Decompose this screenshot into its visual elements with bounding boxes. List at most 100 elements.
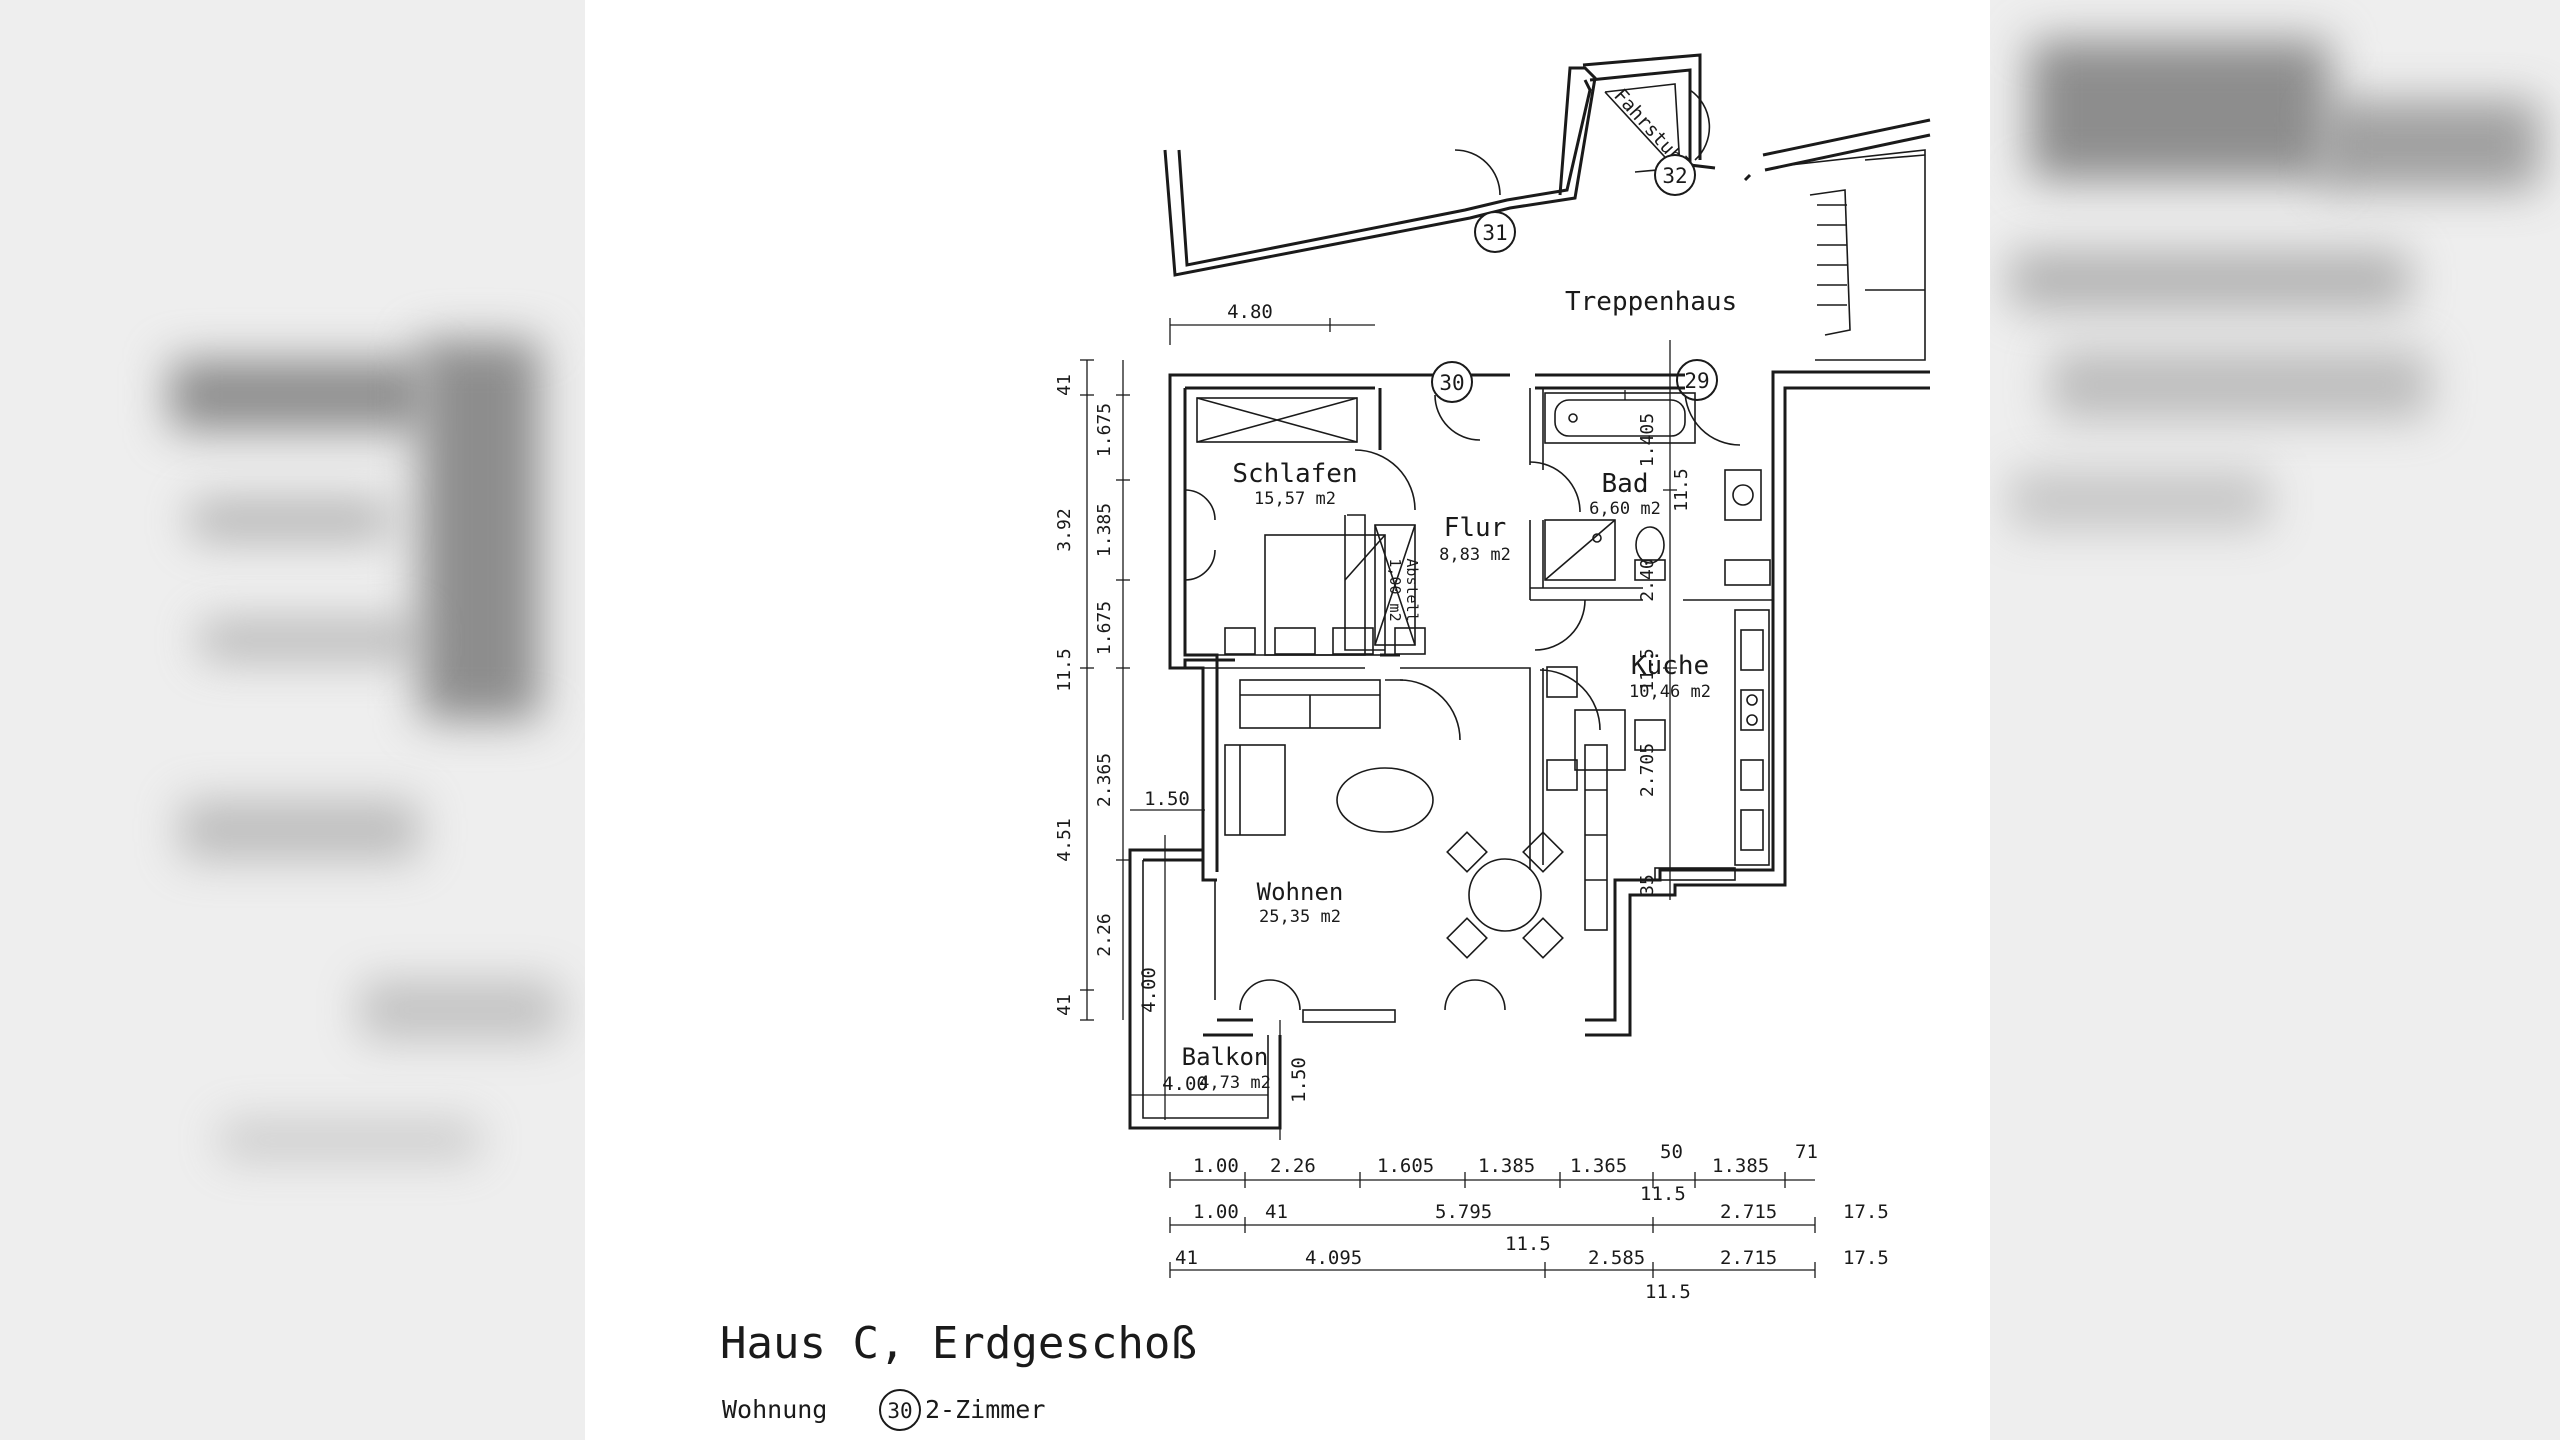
dim-row2-2: 41 [1265, 1201, 1288, 1223]
dim-left-inner-5: 2.26 [1094, 913, 1115, 956]
kitchen-table [1546, 666, 1666, 791]
bath-cabinet [1724, 559, 1771, 586]
room-label-flur: Flur 8,83 m2 [1439, 513, 1511, 565]
room-area: 8,83 m2 [1439, 545, 1511, 565]
staircase [1789, 149, 1926, 361]
dim-right-2: 11.5 [1671, 468, 1692, 511]
floor-plan-drawing: Fahrstuhl Treppenhaus 31 32 29 [720, 53, 1931, 1431]
blur-shape [2320, 100, 2540, 190]
dim-row1-6: 50 [1660, 1141, 1683, 1163]
toilet [1634, 526, 1666, 581]
dim-balkon-depth: 1.50 [1144, 788, 1190, 810]
blur-shape [2010, 470, 2270, 530]
bathtub [1544, 392, 1696, 444]
room-area: 6,60 m2 [1589, 499, 1661, 519]
room-label-wohnen: Wohnen 25,35 m2 [1257, 878, 1344, 927]
dim-balkon-width: 4.00 [1162, 1073, 1208, 1095]
dim-left-inner-1: 1.675 [1094, 403, 1115, 457]
dim-row3-6: 17.5 [1843, 1247, 1889, 1269]
blur-shape [200, 620, 420, 660]
room-name: Flur [1444, 513, 1507, 543]
room-label-bad: Bad 6,60 m2 [1589, 469, 1661, 519]
blur-shape [2030, 40, 2330, 180]
dim-right-3: 2.40 [1637, 558, 1658, 601]
subtitle-prefix: Wohnung [722, 1395, 827, 1424]
room-label-abstell: 1,00 m2 Abstell [1386, 558, 1421, 621]
dim-left-outer-2: 3.92 [1054, 508, 1075, 551]
dim-right-6: 35 [1637, 874, 1658, 896]
closet-doors-left [1184, 489, 1216, 581]
door-swings [1354, 449, 1601, 741]
dim-left-outer-4: 4.51 [1054, 818, 1075, 861]
blurred-background-right [1990, 0, 2560, 1440]
dim-row2-4: 2.715 [1720, 1201, 1777, 1223]
dim-row1-3: 1.605 [1377, 1155, 1434, 1177]
unit-door-30: 30 [1431, 361, 1481, 441]
sofa [1239, 679, 1381, 729]
coffee-table [1336, 767, 1434, 833]
dimension-ticks [1080, 359, 1816, 1278]
room-label-schlafen: Schlafen 15,57 m2 [1232, 459, 1357, 509]
dim-row3-7: 11.5 [1645, 1281, 1691, 1303]
blur-shape [2010, 250, 2410, 310]
room-name: Balkon [1182, 1043, 1269, 1071]
unit-number-32: 32 [1662, 164, 1687, 188]
room-name: Bad [1602, 469, 1649, 499]
dim-row3-4: 2.585 [1588, 1247, 1645, 1269]
dim-row2-1: 1.00 [1193, 1201, 1239, 1223]
unit-door-32: 32 [1654, 89, 1711, 196]
sink [1724, 469, 1762, 521]
dim-row1-8: 71 [1795, 1141, 1818, 1163]
corridor-walls [1163, 53, 1931, 277]
dim-row3-5: 2.715 [1720, 1247, 1777, 1269]
blur-shape [170, 360, 430, 430]
unit-number-30: 30 [1439, 371, 1464, 395]
dim-right-5: 2.705 [1637, 743, 1658, 797]
dim-left-inner-4: 2.365 [1094, 753, 1115, 807]
unit-circle [879, 1389, 921, 1431]
room-name: Wohnen [1257, 878, 1344, 906]
shower [1544, 519, 1616, 581]
living-windows [1214, 880, 1506, 1023]
dim-row1-4: 1.385 [1478, 1155, 1535, 1177]
room-area: 4,73 m2 [1199, 1073, 1271, 1093]
dim-row3-1: 41 [1175, 1247, 1198, 1269]
dim-row1-9: 11.5 [1640, 1183, 1686, 1205]
dim-left-outer-5: 41 [1054, 994, 1075, 1016]
unit-number-31: 31 [1482, 221, 1507, 245]
dim-row3-2: 4.095 [1305, 1247, 1362, 1269]
dim-right-4: 11.5 [1637, 648, 1658, 691]
dim-row1-7: 1.385 [1712, 1155, 1769, 1177]
unit-number-29: 29 [1684, 369, 1709, 393]
dimension-lines [1086, 318, 1815, 1271]
blur-shape [360, 980, 560, 1040]
sideboard [1584, 744, 1608, 931]
dim-row2-5: 17.5 [1843, 1201, 1889, 1223]
stairwell-label: Treppenhaus [1565, 287, 1737, 317]
armchair [1224, 744, 1286, 836]
kitchen-counter [1734, 609, 1770, 866]
dim-row1-2: 2.26 [1270, 1155, 1316, 1177]
blurred-background-left [0, 0, 585, 1440]
blur-shape [420, 340, 540, 720]
kitchen-window [1654, 867, 1736, 881]
room-name: Schlafen [1232, 459, 1357, 489]
dim-row1-5: 1.365 [1570, 1155, 1627, 1177]
dim-balkon-side: 4.00 [1138, 967, 1160, 1013]
apartment-walls [1168, 370, 1930, 1037]
dim-row3-3: 11.5 [1505, 1233, 1551, 1255]
dimension-labels: 4.80 41 3.92 11.5 4.51 41 1.675 1.385 1.… [1054, 301, 1889, 1303]
blur-shape [2050, 350, 2430, 420]
dining-table [1446, 831, 1564, 959]
dim-balkon-front: 1.50 [1288, 1057, 1310, 1103]
dim-row1-1: 1.00 [1193, 1155, 1239, 1177]
plan-subtitle: Wohnung 30 2-Zimmer [722, 1389, 1045, 1431]
blur-shape [190, 500, 390, 540]
wardrobe-top [1196, 397, 1358, 443]
unit-door-29: 29 [1676, 359, 1741, 446]
unit-door-31: 31 [1454, 149, 1516, 253]
dim-right-1: 1.405 [1637, 413, 1658, 467]
dim-left-outer-3: 11.5 [1054, 648, 1075, 691]
plan-title: Haus C, Erdgeschoß [720, 1318, 1197, 1369]
storage-closet [1374, 524, 1416, 646]
